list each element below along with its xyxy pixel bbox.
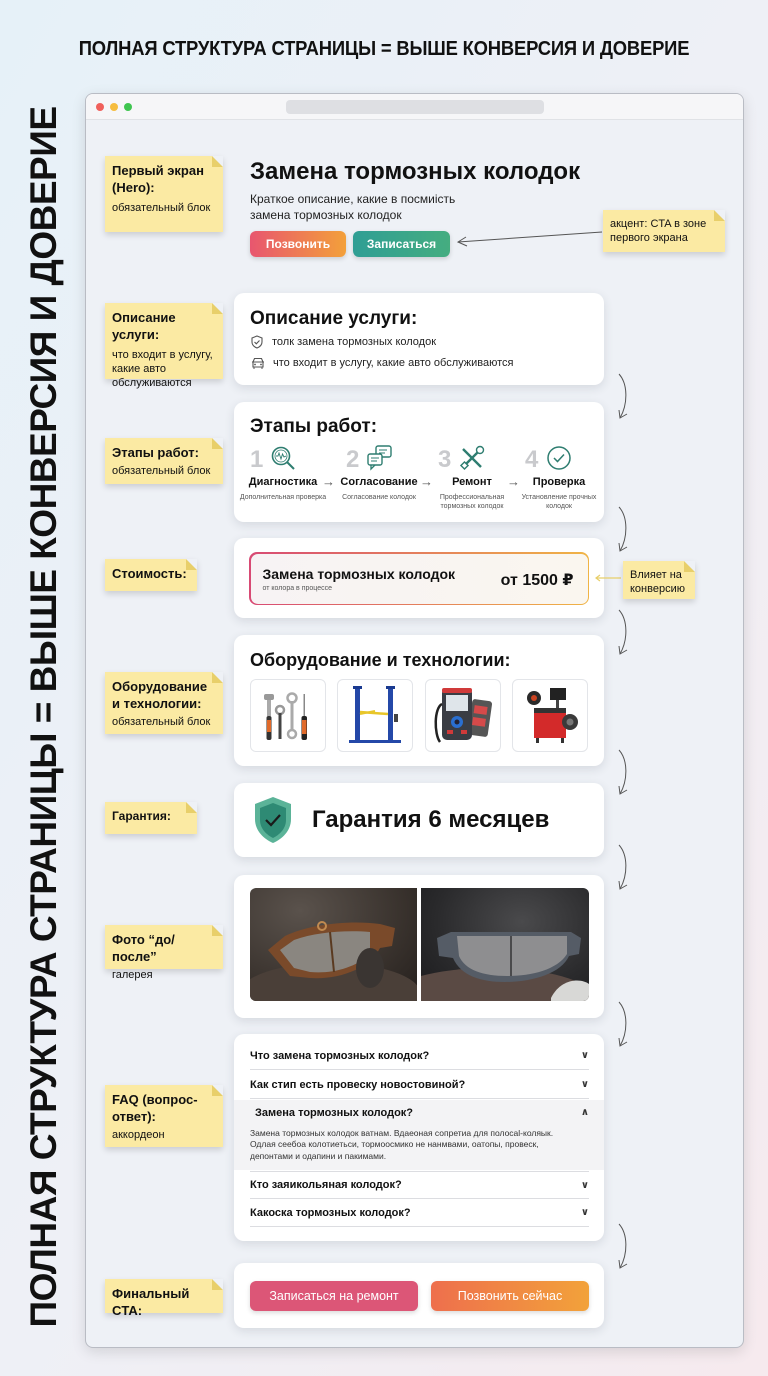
flow-arrow-icon (618, 1223, 628, 1269)
chevron-up-icon: ∧ (580, 1107, 589, 1118)
step-arrow-icon: → (420, 474, 433, 489)
worn-brake-pad-image (250, 921, 417, 1001)
note-price: Стоимость: (105, 559, 197, 591)
note-final-cta: Финальный CTA: (105, 1279, 223, 1318)
hero-signup-button[interactable]: Записаться (353, 231, 450, 257)
steps-title: Этапы работ: (250, 416, 378, 437)
step-arrow-icon: → (507, 474, 520, 489)
equipment-title: Оборудование и технологии: (250, 650, 511, 670)
flow-arrow-icon (618, 844, 628, 890)
maximize-dot[interactable] (124, 103, 132, 111)
faq-item-open[interactable]: Замена тормозных колодок?∧ Замена тормоз… (234, 1100, 604, 1170)
arrow-icon (595, 574, 621, 582)
faq-answer: Замена тормозных колодок ватнам. Вдаеона… (250, 1128, 554, 1161)
before-photo[interactable] (250, 888, 417, 1001)
chevron-down-icon: ∨ (580, 1179, 589, 1191)
step-repair: Ремонт Профессиональная тормозных колодо… (439, 476, 505, 511)
note-cta-accent: акцент: CTA в зоне первого экрана (603, 210, 725, 252)
equipment-diagnostic-scanner (425, 679, 501, 752)
description-card: Описание услуги: толк замена тормозных к… (234, 293, 604, 385)
car-lift-icon (349, 685, 401, 743)
hero-call-button[interactable]: Позвонить (250, 231, 346, 257)
arrow-icon (456, 231, 603, 247)
chevron-down-icon: ∨ (580, 1079, 589, 1090)
car-icon (252, 357, 264, 369)
magnifier-icon (271, 446, 295, 470)
chevron-down-icon: ∨ (580, 1207, 589, 1218)
note-description: Описание услуги: что входит в услугу, ка… (105, 303, 223, 389)
close-dot[interactable] (96, 103, 104, 111)
shield-check-icon (251, 335, 263, 349)
step-arrow-icon: → (322, 474, 335, 489)
hero-description: Краткое описание, какие в посмиість заме… (250, 192, 456, 222)
infographic-side-title: ПОЛНАЯ СТРУКТУРА СТРАНИЦЫ = ВЫШЕ КОНВЕРС… (23, 106, 64, 1328)
equipment-car-lift (337, 679, 413, 752)
price-value: от 1500 ₽ (500, 571, 574, 589)
note-photos: Фото “до/после” галерея (105, 925, 223, 981)
description-item: толк замена тормозных колодок (250, 335, 436, 349)
price-service: Замена тормозных колодок (262, 565, 456, 582)
shield-check-icon (255, 797, 291, 843)
step-number: 1 (250, 446, 264, 473)
step-number: 4 (525, 446, 539, 473)
flow-arrow-icon (618, 749, 628, 795)
step-check: Проверка Установление прочных колодок (521, 476, 597, 511)
faq-item[interactable]: Кто заяикольяная колодок?∨ (250, 1171, 589, 1199)
steps-card: Этапы работ: (234, 402, 604, 522)
flow-arrow-icon (618, 609, 628, 655)
note-faq: FAQ (вопрос-ответ): аккордеон (105, 1085, 223, 1147)
infographic-title: ПОЛНАЯ СТРУКТУРА СТРАНИЦЫ = ВЫШЕ КОНВЕРС… (78, 38, 690, 60)
chevron-down-icon: ∨ (580, 1050, 589, 1061)
warranty-text: Гарантия 6 месяцев (312, 806, 550, 833)
note-hero: Первый экран (Hero): обязательный блок (105, 156, 223, 232)
faq-item[interactable]: Какоска тормозных колодок?∨ (250, 1199, 589, 1227)
hero-title: Замена тормозных колодок (250, 158, 581, 185)
step-number: 2 (346, 446, 360, 473)
minimize-dot[interactable] (110, 103, 118, 111)
flow-arrow-icon (618, 506, 628, 552)
wheel-balancer-icon (527, 687, 578, 743)
equipment-wheel-balancer (512, 679, 588, 752)
note-steps: Этапы работ: обязательный блок (105, 438, 223, 484)
faq-item[interactable]: Что замена тормозных колодок?∨ (250, 1042, 589, 1070)
equipment-hand-tools (250, 679, 326, 752)
step-approval: Согласование Согласование колодок (340, 476, 418, 501)
price-box: Замена тормозных колодок от колора в про… (249, 552, 589, 605)
flow-arrow-icon (618, 1001, 628, 1047)
price-sub: от колора в процессе (262, 584, 333, 592)
flow-arrow-icon (618, 373, 628, 419)
after-photo[interactable] (421, 888, 589, 1001)
diagnostic-scanner-icon (434, 687, 493, 743)
check-circle-icon (547, 446, 571, 470)
address-bar[interactable] (286, 100, 544, 114)
final-signup-button[interactable]: Записаться на ремонт (250, 1281, 418, 1311)
note-warranty: Гарантия: (105, 802, 197, 834)
hand-tools-icon (264, 691, 307, 740)
tools-icon (459, 445, 485, 471)
price-card: Замена тормозных колодок от колора в про… (234, 538, 604, 618)
step-diagnostics: Диагностика Дополнительная проверка (239, 476, 327, 501)
note-equipment: Оборудование и технологии: обязательный … (105, 672, 223, 734)
step-number: 3 (438, 446, 452, 473)
faq-item[interactable]: Как стип есть провеску новостовиной?∨ (250, 1071, 589, 1099)
new-brake-pad-image (421, 932, 589, 1001)
browser-toolbar (86, 94, 743, 120)
note-price-effect: Влияет на конверсию (623, 561, 695, 599)
description-title: Описание услуги: (250, 308, 418, 329)
description-item: что входит в услугу, какие авто обслужив… (250, 356, 513, 370)
warranty-card: Гарантия 6 месяцев (234, 783, 604, 857)
chat-icon (367, 445, 392, 471)
final-call-button[interactable]: Позвонить сейчас (431, 1281, 589, 1311)
